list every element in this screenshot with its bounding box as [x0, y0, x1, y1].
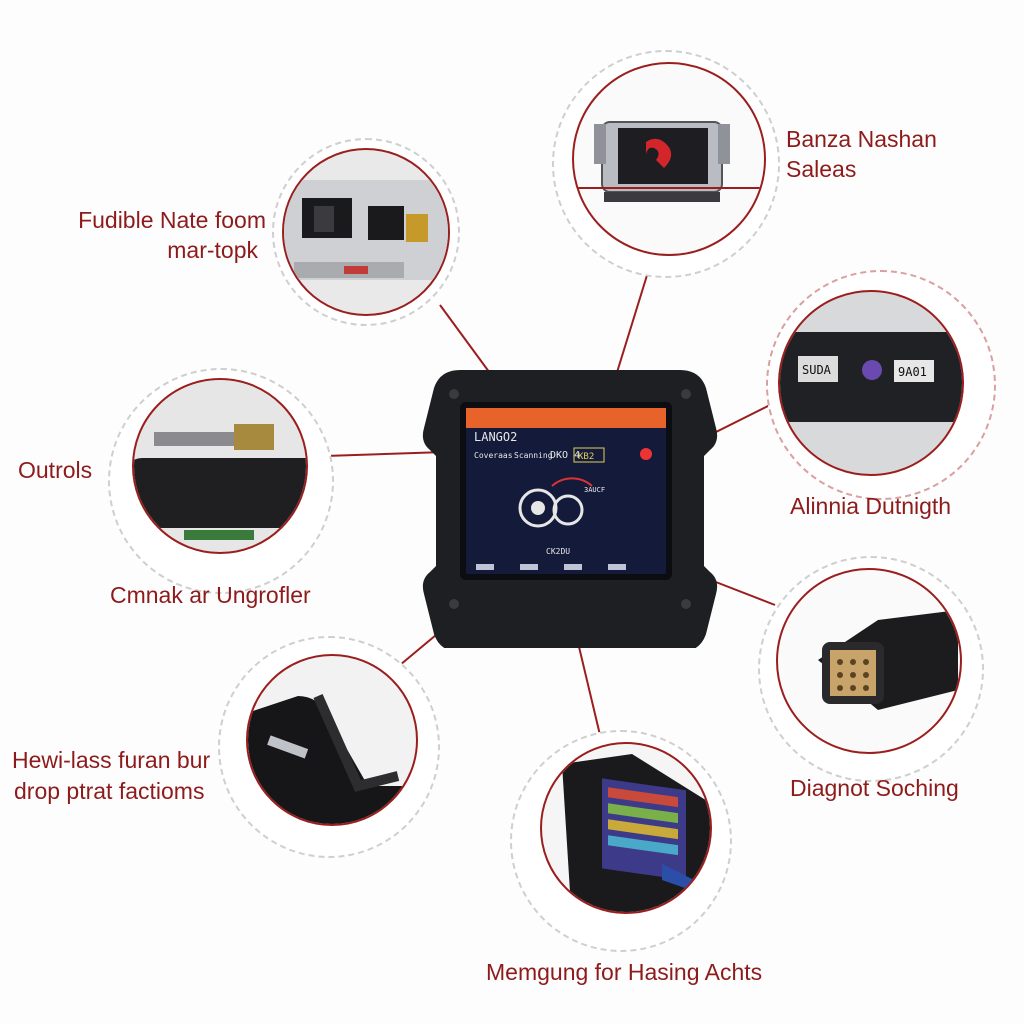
port-panel-icon: [284, 180, 448, 280]
callout-left-image: [132, 378, 308, 554]
callout-top-image: [572, 62, 766, 256]
label-hewi-2: drop ptrat factioms: [14, 778, 205, 804]
label-fudible-1: Fudible Nate foom: [78, 207, 266, 233]
handheld-device-icon: [574, 121, 764, 202]
callout-lower-left-image: [246, 654, 418, 826]
label-fudible-2: mar-topk: [167, 237, 258, 263]
screen-header-text: LANGO2: [474, 430, 517, 444]
screen-row-mid: Scanning: [514, 451, 553, 460]
screen-row-box: KB2: [578, 452, 594, 462]
leader-line-top-left: [439, 304, 496, 381]
screen-row-code: DKO 4: [550, 450, 580, 461]
central-scan-tool: LANGO2 Coveraas Scanning DKO 4 KB2 3AUCF…: [422, 370, 718, 648]
label-memgung: Memgung for Hasing Achts: [486, 959, 763, 985]
screen-closeup-icon: [562, 754, 710, 912]
port-label-left: SUDA: [802, 363, 832, 377]
screen-row-left: Coveraas: [474, 451, 513, 460]
rugged-bumper-icon: [248, 693, 416, 824]
side-port-icon: SUDA 9A01: [780, 332, 962, 422]
label-alinnia: Alinnia Dutnigth: [790, 493, 952, 519]
callout-bottom-image: [540, 742, 712, 914]
label-hewi-1: Hewi-lass furan bur: [12, 747, 211, 773]
callout-top-left-image: [282, 148, 450, 316]
screen-gauge-label: 3AUCF: [584, 486, 605, 494]
probe-connector-icon: [134, 424, 306, 540]
screen-footer-code: CK2DU: [546, 547, 570, 556]
callout-right-lower-image: [776, 568, 962, 754]
label-banza: Banza Nashan: [786, 126, 937, 152]
label-diagnot: Diagnot Soching: [790, 775, 959, 801]
label-outrols: Outrols: [18, 457, 93, 483]
label-cmnak: Cmnak ar Ungrofler: [110, 582, 311, 608]
port-label-right: 9A01: [898, 365, 927, 379]
obd-connector-icon: [818, 610, 958, 710]
label-saleas: Saleas: [786, 156, 857, 182]
callout-right-upper-image: SUDA 9A01: [778, 290, 964, 476]
leader-line-left: [324, 451, 446, 457]
